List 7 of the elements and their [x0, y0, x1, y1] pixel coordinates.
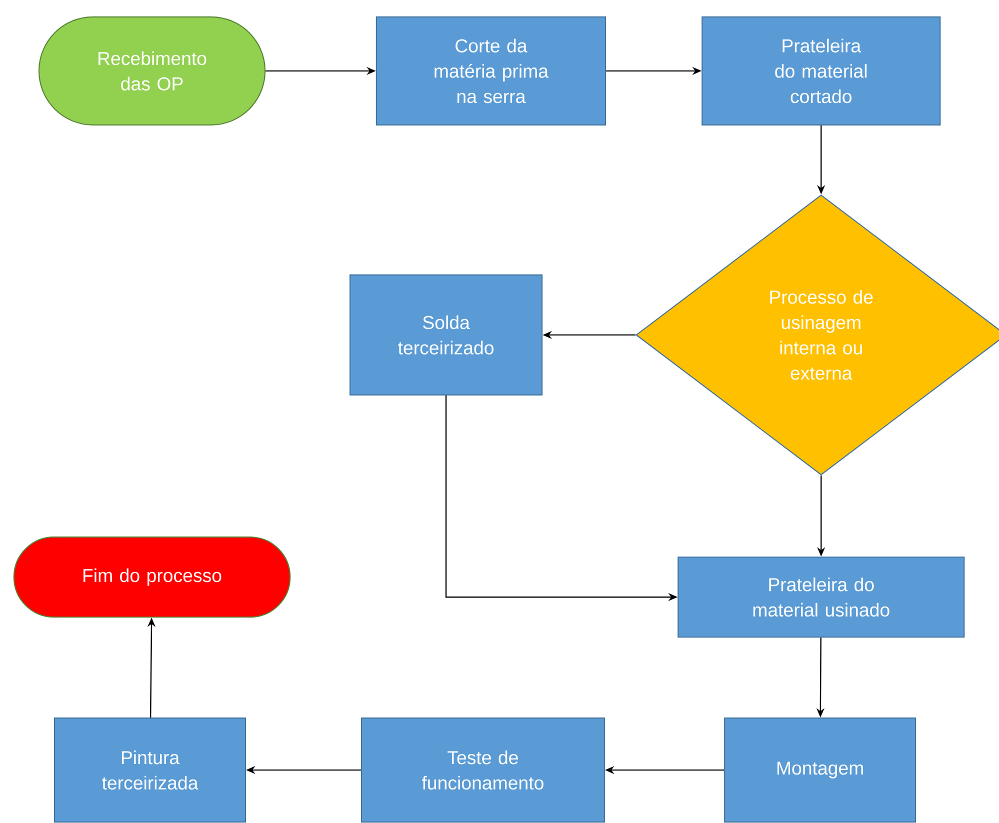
process-box: Teste de funcionamento [360, 718, 605, 823]
process-box: Corte da matéria prima na serra [376, 16, 606, 126]
process-box: Pintura terceirizada [54, 718, 246, 823]
process-box: Prateleira do material usinado [678, 556, 965, 638]
process-box: Solda terceirizado [350, 274, 543, 396]
process-box: Montagem [724, 718, 916, 823]
process-box: Prateleira do material cortado [702, 16, 941, 126]
